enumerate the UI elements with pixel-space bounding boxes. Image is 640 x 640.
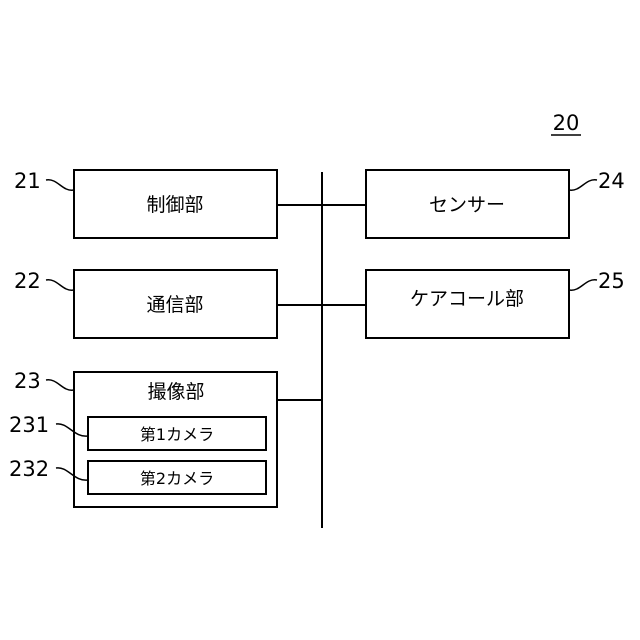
- control-leader: [46, 180, 74, 190]
- camera2-ref: 232: [9, 457, 49, 481]
- camera2-label: 第2カメラ: [140, 469, 214, 488]
- sensor-leader: [569, 180, 597, 190]
- camera1-ref: 231: [9, 413, 49, 437]
- imaging-label: 撮像部: [147, 381, 204, 403]
- imaging-ref: 23: [14, 369, 41, 393]
- care-call-leader: [569, 280, 597, 290]
- control-label: 制御部: [146, 194, 203, 216]
- communication-ref: 22: [14, 269, 41, 293]
- control-block: 制御部: [74, 170, 277, 238]
- care-call-label: ケアコール部: [410, 288, 524, 310]
- figure-number: 20: [553, 111, 580, 135]
- communication-label: 通信部: [146, 294, 203, 316]
- camera1-label: 第1カメラ: [140, 425, 214, 444]
- care-call-ref: 25: [598, 269, 625, 293]
- control-ref: 21: [14, 169, 41, 193]
- care-call-block: ケアコール部: [366, 270, 569, 338]
- sensor-ref: 24: [598, 169, 625, 193]
- communication-block: 通信部: [74, 270, 277, 338]
- sensor-block: センサー: [366, 170, 569, 238]
- communication-leader: [46, 280, 74, 290]
- sensor-label: センサー: [429, 194, 505, 216]
- imaging-leader: [46, 380, 74, 390]
- camera1-block: 第1カメラ: [88, 417, 266, 450]
- camera2-block: 第2カメラ: [88, 461, 266, 494]
